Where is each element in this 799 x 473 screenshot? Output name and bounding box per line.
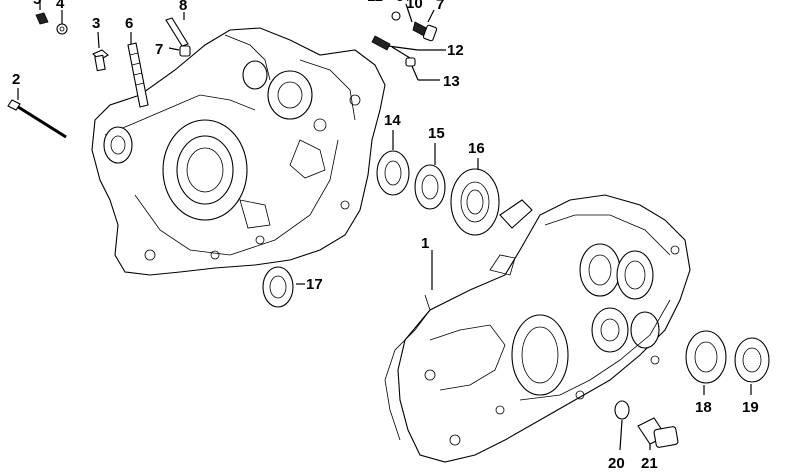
bearing-16-part: [450, 168, 500, 236]
plug-7-part: [179, 45, 191, 57]
callout-2: 2: [12, 71, 20, 88]
callout-5: 5: [33, 0, 41, 8]
screw-3-part: [91, 49, 109, 72]
bearing-18-part: [685, 330, 727, 384]
callout-20: 20: [608, 455, 625, 472]
washer-20-part: [614, 400, 630, 420]
callout-17: 17: [306, 276, 323, 293]
pin-8-part: [165, 17, 189, 47]
callout-9: 9: [396, 0, 404, 5]
right-crankcase-half: [384, 194, 691, 463]
callout-16: 16: [468, 140, 485, 157]
callout-11: 11: [367, 0, 383, 5]
callout-labels: 1 2 3 4 5 6 7 7 8 9 10 11 12 13 14 15 16…: [12, 0, 759, 472]
bracket-part: [499, 199, 533, 229]
callout-10: 10: [406, 0, 423, 12]
stud-6-part: [127, 42, 149, 108]
long-bolt-part: [7, 99, 67, 139]
left-crankcase-half: [91, 27, 386, 276]
valve-assembly-part: [371, 11, 438, 67]
callout-3: 3: [92, 15, 100, 32]
callout-6: 6: [125, 15, 133, 32]
callout-1: 1: [421, 235, 429, 252]
callout-8: 8: [179, 0, 187, 14]
callout-19: 19: [742, 399, 759, 416]
callout-7-top: 7: [436, 0, 444, 13]
callout-14: 14: [384, 112, 401, 129]
callout-13: 13: [443, 73, 460, 90]
leader-lines: [17, 0, 752, 451]
seal-14-part: [376, 150, 410, 196]
seal-15-part: [414, 164, 446, 210]
callout-4: 4: [56, 0, 65, 12]
seal-17-part: [262, 266, 294, 308]
callout-18: 18: [695, 399, 712, 416]
screw-washer-part: [35, 12, 68, 35]
seal-19-part: [734, 337, 770, 383]
plug-21-part: [637, 417, 679, 448]
callout-21: 21: [641, 455, 658, 472]
callout-15: 15: [428, 125, 445, 142]
callout-7-left: 7: [155, 41, 163, 58]
callout-12: 12: [447, 42, 464, 59]
